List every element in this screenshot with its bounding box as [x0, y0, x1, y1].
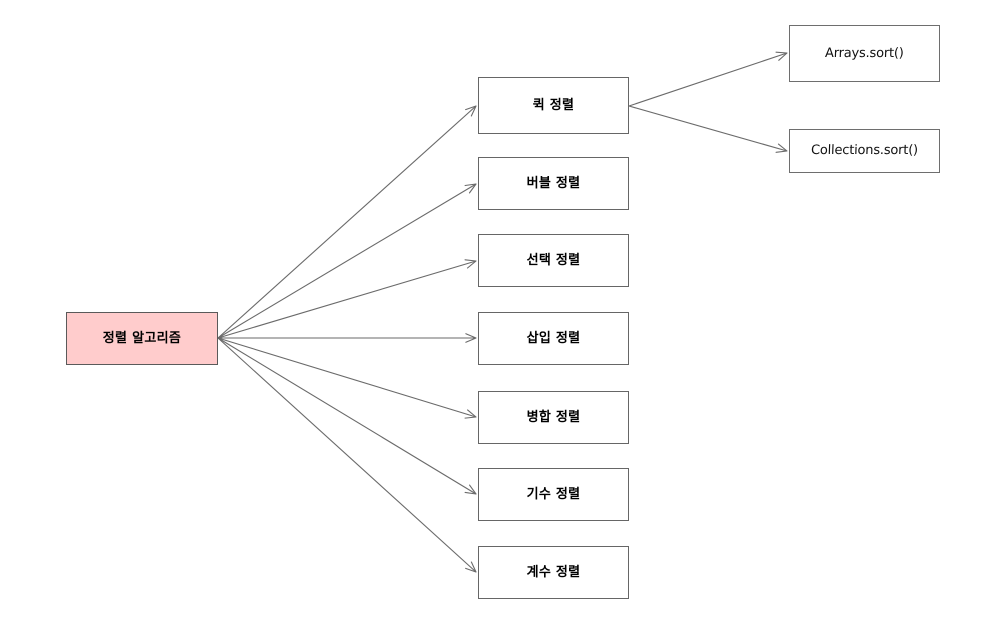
- edge-quick-to-collections-sort: [628, 105, 788, 153]
- node-bubble-sort-label: 버블 정렬: [526, 175, 581, 191]
- arrowhead-icon: [464, 183, 477, 194]
- node-merge-sort-label: 병합 정렬: [526, 409, 581, 425]
- node-radix-sort[interactable]: 기수 정렬: [478, 468, 629, 521]
- arrowhead-icon: [465, 561, 477, 573]
- node-selection-sort[interactable]: 선택 정렬: [478, 234, 629, 287]
- node-radix-sort-label: 기수 정렬: [526, 486, 581, 502]
- node-merge-sort[interactable]: 병합 정렬: [478, 391, 629, 444]
- node-root[interactable]: 정렬 알고리즘: [66, 312, 218, 365]
- edge-root-to-merge: [217, 337, 477, 419]
- arrowhead-icon: [465, 333, 477, 343]
- node-bubble-sort[interactable]: 버블 정렬: [478, 157, 629, 210]
- node-quick-sort[interactable]: 퀵 정렬: [478, 77, 629, 134]
- edge-root-to-selection: [217, 259, 477, 339]
- node-collections-sort-label: Collections.sort(): [810, 143, 919, 159]
- edge-root-to-quick: [217, 105, 477, 339]
- arrowhead-icon: [464, 484, 477, 495]
- node-counting-sort-label: 계수 정렬: [526, 564, 581, 580]
- node-counting-sort[interactable]: 계수 정렬: [478, 546, 629, 599]
- arrowhead-icon: [465, 105, 477, 117]
- node-insertion-sort-label: 삽입 정렬: [526, 330, 581, 346]
- edge-quick-to-arrays-sort: [628, 51, 788, 107]
- node-root-label: 정렬 알고리즘: [102, 330, 182, 346]
- node-arrays-sort-label: Arrays.sort(): [824, 45, 905, 61]
- node-quick-sort-label: 퀵 정렬: [532, 97, 575, 113]
- node-arrays-sort[interactable]: Arrays.sort(): [789, 25, 940, 82]
- node-collections-sort[interactable]: Collections.sort(): [789, 129, 940, 173]
- arrowhead-icon: [775, 143, 788, 153]
- node-insertion-sort[interactable]: 삽입 정렬: [478, 312, 629, 365]
- edge-root-to-counting: [217, 337, 477, 573]
- arrowhead-icon: [464, 409, 477, 419]
- node-selection-sort-label: 선택 정렬: [526, 252, 581, 268]
- arrowhead-icon: [464, 259, 477, 269]
- edge-root-to-insertion: [218, 333, 477, 343]
- arrowhead-icon: [775, 51, 788, 61]
- edge-root-to-bubble: [217, 183, 477, 339]
- edge-root-to-radix: [217, 337, 477, 495]
